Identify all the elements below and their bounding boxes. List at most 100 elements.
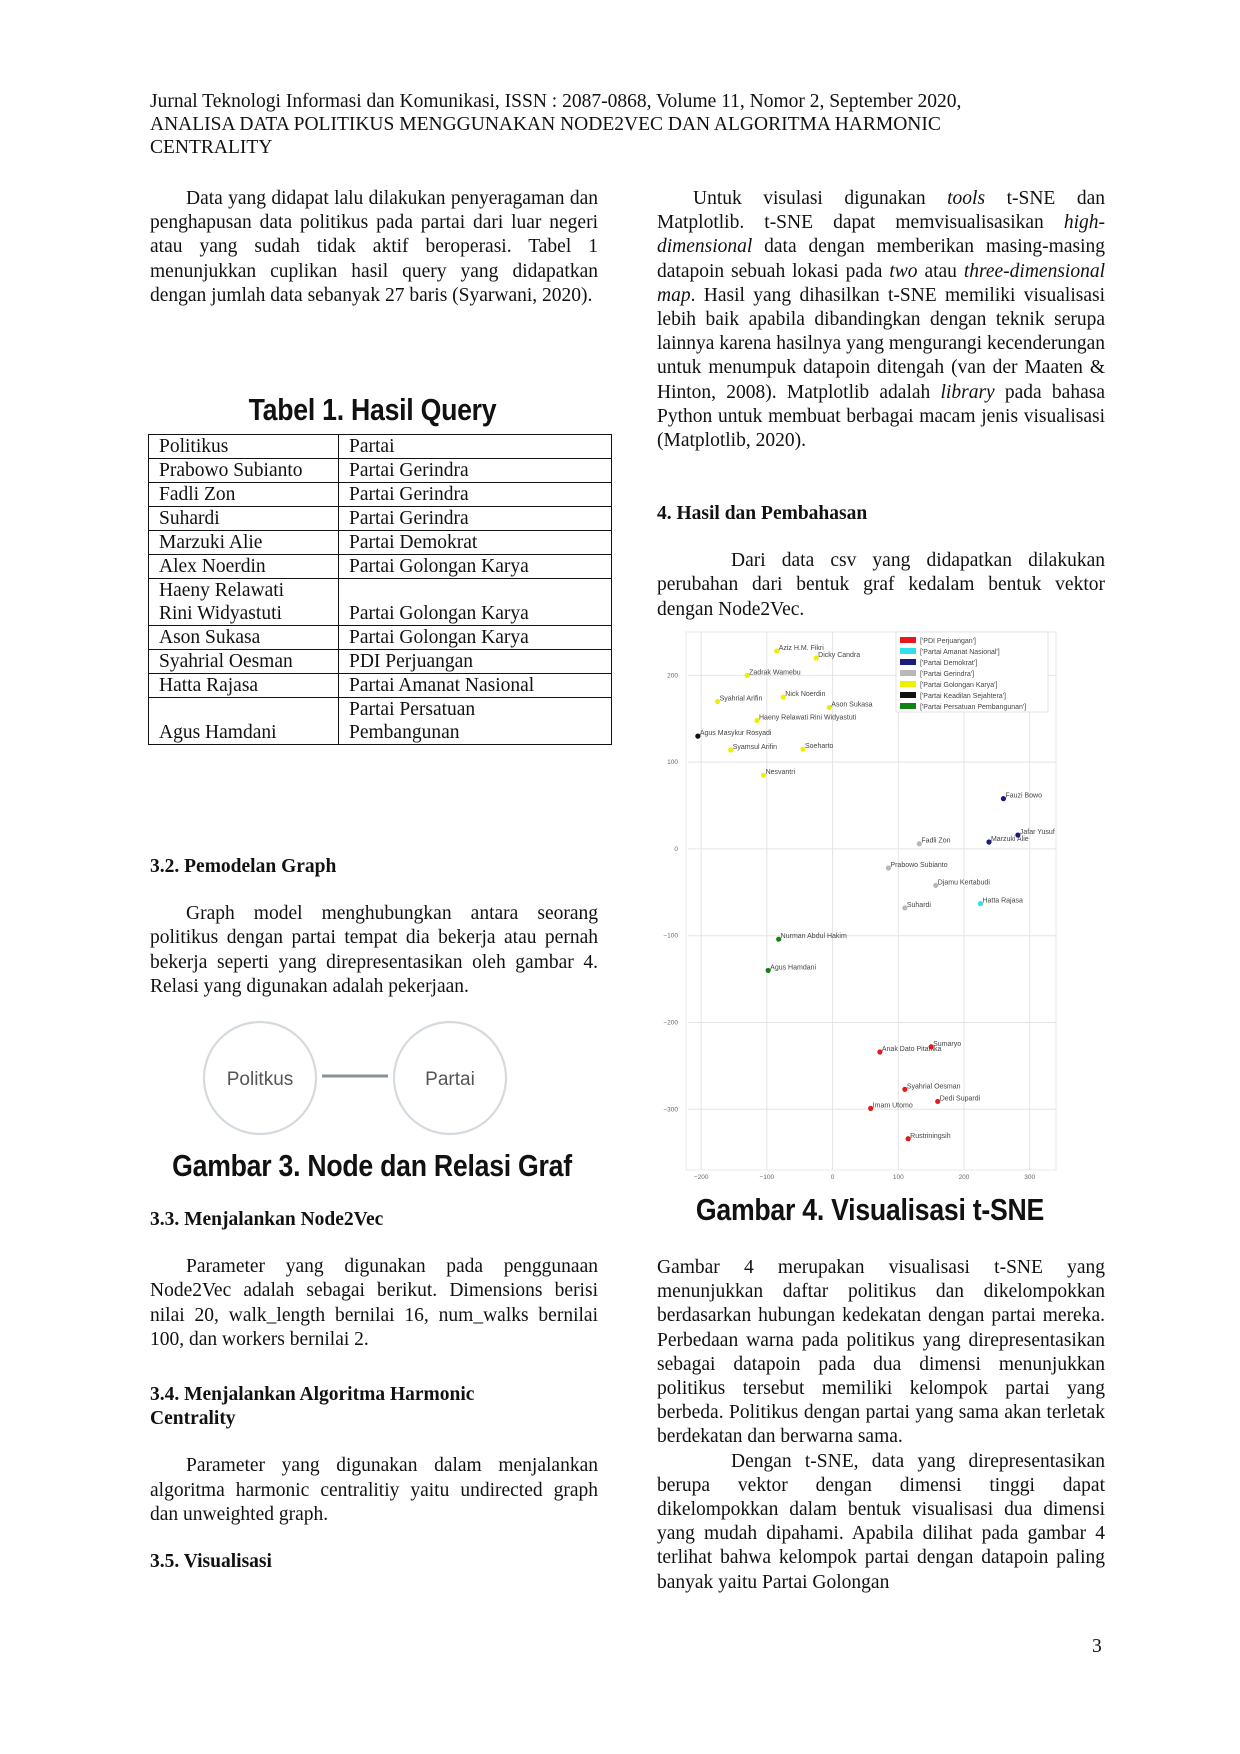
data-point (714, 698, 721, 705)
point-label: Ason Sukasa (831, 701, 872, 708)
politikus-cell: Agus Hamdani (148, 697, 339, 745)
table-row: Syahrial Oesman PDI Perjuangan (148, 649, 612, 674)
vt-3: t-SNE dan Matplotlib. t-SNE dapat memvis… (657, 188, 1105, 234)
point-label: Haeny Relawati Rini Widyastuti (759, 715, 857, 722)
legend-box (895, 631, 1049, 713)
section-3-2-text: Graph model menghubungkan antara seorang… (150, 903, 598, 997)
data-point (933, 882, 939, 888)
data-point (902, 1086, 908, 1092)
data-point (885, 865, 892, 871)
partai-cell: PDI Perjuangan (338, 649, 612, 674)
point-label: Suhardi (907, 902, 932, 909)
data-point (774, 648, 780, 654)
visualization-text: Untuk visulasi digunakan tools t-SNE dan… (657, 187, 1105, 453)
table-header-cell: Politikus (148, 434, 339, 459)
politikus-node-label: Politkus (227, 1069, 294, 1090)
data-point (977, 901, 984, 907)
section-4-text: Dari data csv yang didapatkan dilakukan … (657, 550, 1105, 620)
legend-label: ['PDI Perjuangan'] (920, 638, 976, 645)
point-label: Agus Hamdani (770, 964, 816, 971)
point-label: Sumaryo (933, 1041, 961, 1048)
data-point (905, 1136, 911, 1142)
politikus-cell: Suhardi (148, 506, 339, 531)
partai-cell: Partai Amanat Nasional (338, 673, 612, 698)
data-point (800, 746, 806, 752)
data-point (780, 694, 786, 700)
figure-4-caption: Gambar 4. Visualisasi t-SNE (695, 1192, 1045, 1227)
page-number: 3 (1092, 1636, 1102, 1657)
legend-swatch (900, 659, 916, 665)
data-point (744, 672, 750, 678)
table-row: Alex Noerdin Partai Golongan Karya (148, 554, 612, 579)
legend-swatch (900, 681, 916, 687)
point-label: Zadrak Wamebu (749, 669, 801, 676)
x-tick-label: −100 (760, 1174, 775, 1180)
section-3-4-title-line-2: Centrality (150, 1408, 236, 1430)
data-point (916, 841, 922, 847)
cell-line: Partai Golongan Karya (349, 627, 529, 648)
cell-line: Partai Golongan Karya (349, 603, 529, 624)
discussion: Gambar 4 merupakan visualisasi t-SNE yan… (657, 1256, 1105, 1595)
cell-line: Rini Widyastuti (159, 603, 282, 624)
data-point (695, 733, 701, 739)
cell-line: PDI Perjuangan (349, 651, 474, 672)
data-point (902, 905, 908, 911)
point-label: Jafar Yusuf (1020, 829, 1055, 836)
section-4: 4. Hasil dan Pembahasan Dari data csv ya… (657, 502, 1105, 622)
data-point (813, 655, 819, 661)
legend-label: ['Partai Gerindra'] (920, 671, 974, 678)
cell-line (349, 579, 601, 602)
x-tick-label: 300 (1024, 1174, 1035, 1180)
section-3-5-title: 3.5. Visualisasi (150, 1551, 272, 1572)
cell-line: Syahrial Oesman (159, 651, 293, 672)
y-tick-label: −300 (663, 1106, 678, 1113)
header-line-1: Jurnal Teknologi Informasi dan Komunikas… (150, 91, 962, 112)
point-label: Dedi Supardi (940, 1095, 981, 1102)
data-point (760, 772, 767, 778)
section-3-5: 3.5. Visualisasi (150, 1550, 598, 1574)
point-label: Soeharto (805, 743, 834, 750)
x-tick-label: 0 (831, 1174, 835, 1180)
header-line-3: CENTRALITY (150, 137, 273, 158)
vt-5: data dengan memberikan masing-masing dat… (657, 236, 1105, 282)
intro-paragraph: Data yang didapat lalu dilakukan penyera… (150, 187, 598, 308)
y-tick-label: −200 (663, 1019, 678, 1026)
legend-label: ['Partai Persatuan Pembangunan'] (920, 704, 1026, 711)
partai-cell: Partai Golongan Karya (338, 554, 612, 579)
y-tick-label: 0 (674, 846, 678, 853)
cell-line: Prabowo Subianto (159, 460, 303, 481)
point-label: Agus Masykur Rosyadi (700, 730, 772, 737)
legend: ['PDI Perjuangan'] ['Partai Amanat Nasion… (895, 631, 1049, 713)
cell-line: Agus Hamdani (159, 722, 277, 743)
politikus-cell: Prabowo Subianto (148, 458, 339, 483)
legend-swatch (900, 692, 916, 698)
data-point (754, 717, 760, 724)
point-label: Syamsul Arifin (733, 744, 777, 751)
legend-swatch (900, 703, 916, 709)
node-relation-figure: Politkus Partai (202, 1020, 508, 1136)
vt-2: tools (947, 188, 986, 209)
vt-8: three-dimensional map (657, 260, 1106, 306)
header-line-2: ANALISA DATA POLITIKUS MENGGUNAKAN NODE2… (150, 114, 941, 135)
cell-line (159, 698, 328, 721)
data-point (986, 839, 992, 845)
legend-label: ['Partai Amanat Nasional'] (920, 649, 1000, 656)
point-label: Fadli Zon (921, 838, 950, 845)
point-label: Prabowo Subianto (890, 862, 947, 869)
cell-line: Fadli Zon (159, 484, 236, 505)
data-point (765, 967, 771, 974)
y-tick-label: −100 (663, 933, 678, 940)
point-label: Nick Noerdin (785, 691, 825, 698)
x-tick-label: 200 (959, 1174, 970, 1180)
point-label: Imam Utomo (873, 1102, 913, 1109)
cell-line: Alex Noerdin (159, 556, 266, 577)
